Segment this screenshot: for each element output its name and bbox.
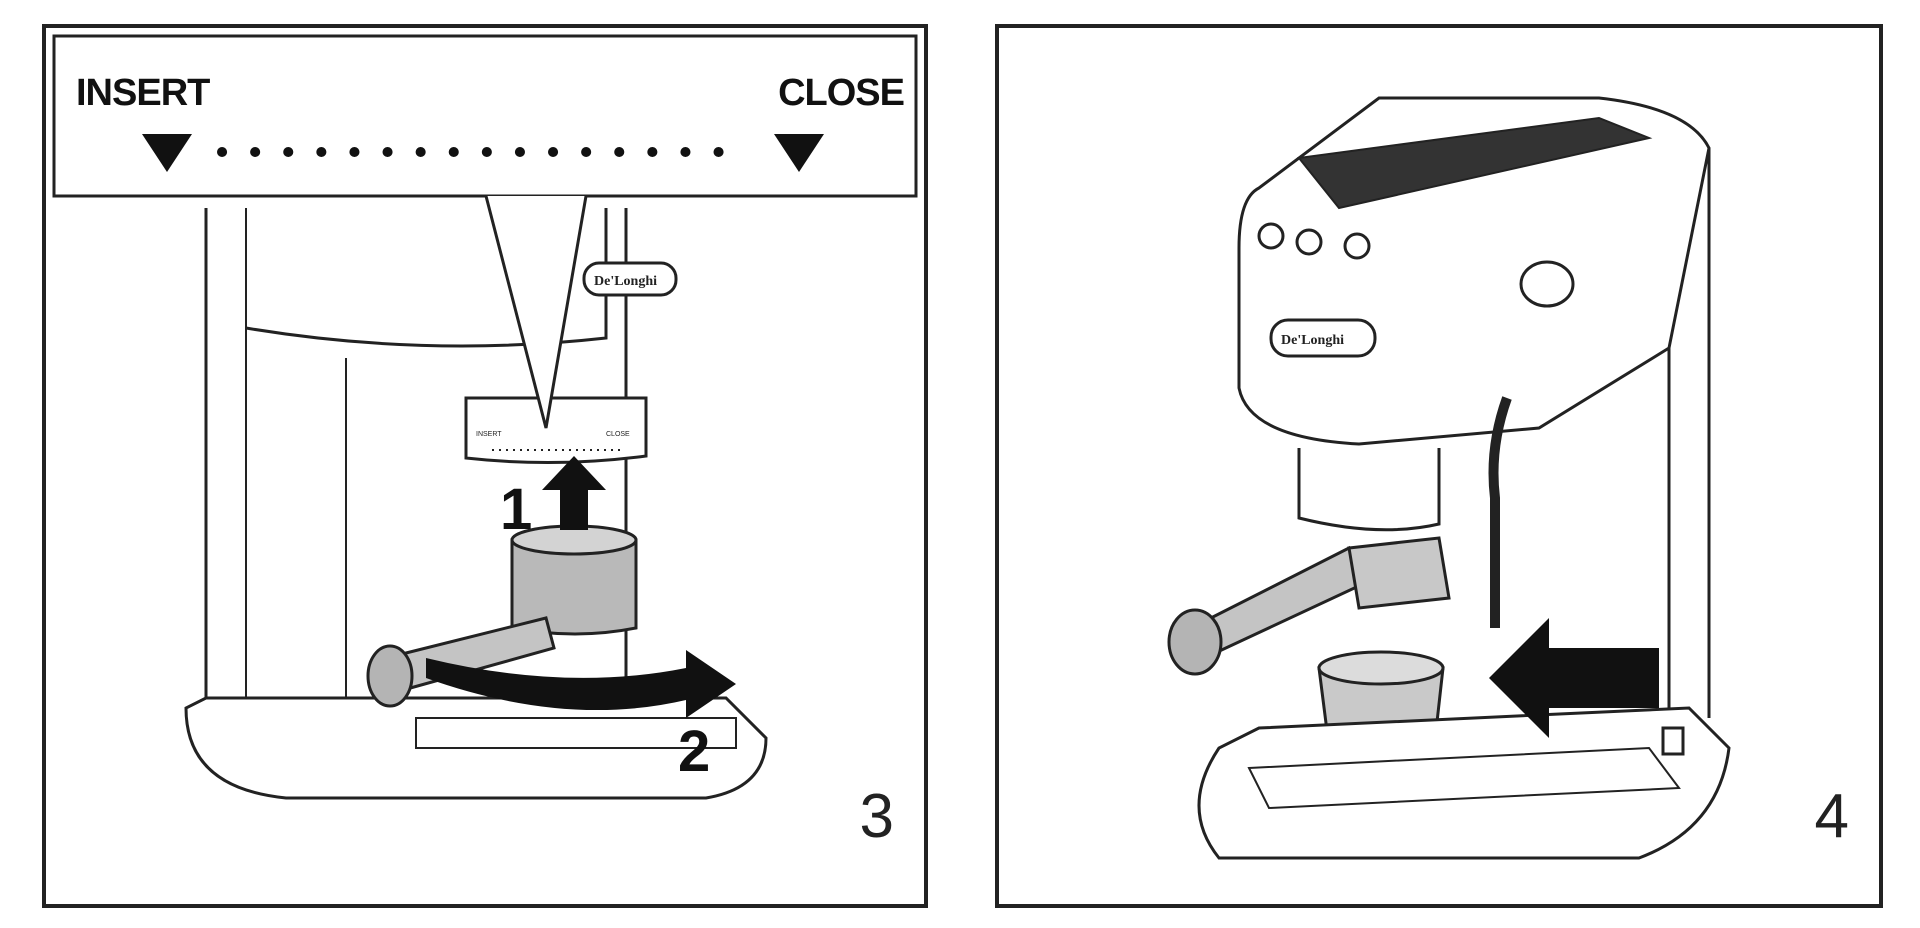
button-one (1257, 222, 1285, 250)
brand-badge (1269, 318, 1377, 358)
button-three (1343, 232, 1371, 260)
drip-tray (415, 717, 737, 749)
close-label: CLOSE (778, 72, 905, 114)
up-arrow (542, 456, 606, 530)
insert-marker-triangle (142, 134, 192, 172)
insert-label: INSERT (76, 72, 210, 114)
handle-end-cap (1167, 608, 1223, 676)
machine-head (245, 208, 608, 348)
group-head (1297, 448, 1441, 532)
filter-holder-handle (1197, 545, 1365, 656)
close-marker-triangle (774, 134, 824, 172)
step-4-panel: De'Longhi 4 (995, 24, 1883, 908)
power-switch (1661, 726, 1685, 756)
drip-tray (1247, 746, 1681, 810)
callout-box (52, 34, 918, 198)
dial-insert-small-label: INSERT (476, 431, 502, 438)
brand-badge (582, 261, 678, 297)
step-number-4: 4 (1814, 782, 1849, 851)
steam-wand (1488, 396, 1512, 628)
brand-logo-text: De'Longhi (594, 274, 657, 289)
cup-warmer-grille (1297, 116, 1653, 210)
callout-pointer (484, 195, 588, 429)
filter-holder-cup (1347, 536, 1451, 610)
step-number-3: 3 (859, 782, 894, 851)
arrow-step-1-label: 1 (500, 477, 533, 542)
group-head (464, 396, 648, 465)
arrow-step-2-label: 2 (678, 719, 711, 784)
cup-rim (1317, 650, 1445, 686)
dial-close-small-label: CLOSE (606, 431, 630, 438)
steam-knob (1519, 260, 1575, 308)
rotate-arrow (426, 650, 736, 718)
step-3-panel: De'Longhi INSERT CLOSE INSERT CLOSE 1 2 … (42, 24, 928, 908)
brand-logo-text: De'Longhi (1281, 333, 1344, 348)
step-4-illustration: De'Longhi (1167, 96, 1731, 860)
push-left-arrow (1489, 618, 1659, 738)
step-3-illustration: De'Longhi INSERT CLOSE (52, 34, 918, 800)
handle-end-cap (366, 644, 414, 708)
button-two (1295, 228, 1323, 256)
